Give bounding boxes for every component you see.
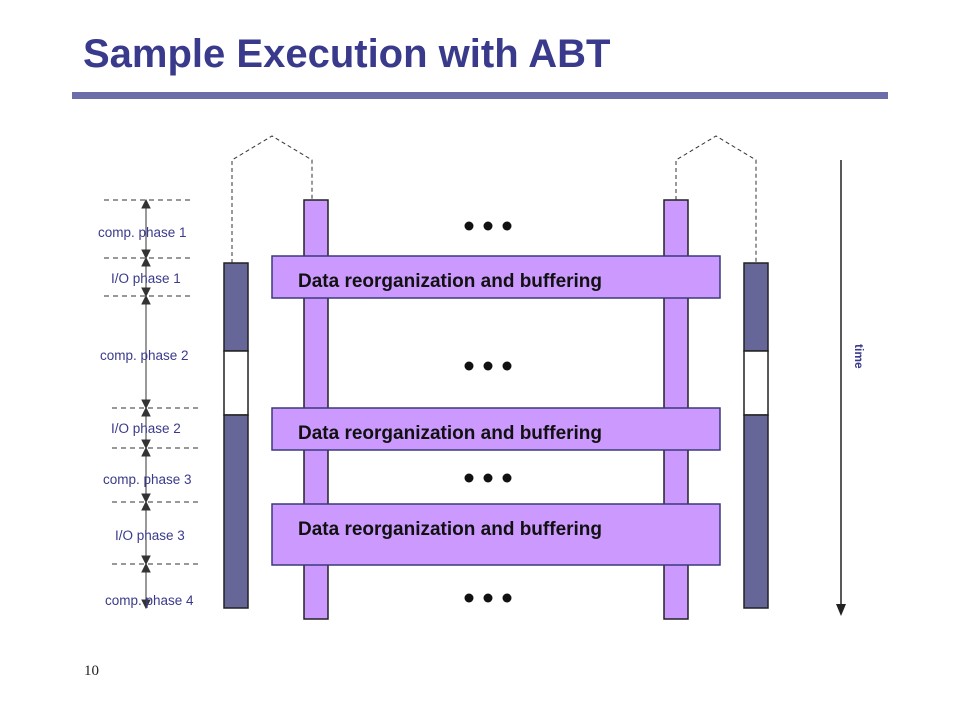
phase-label: comp. phase 1 [98, 225, 187, 240]
phase-label: comp. phase 2 [100, 348, 189, 363]
buffer-box [271, 255, 721, 299]
phase-label: comp. phase 4 [105, 593, 194, 608]
title-underline [72, 92, 888, 99]
time-axis: time [836, 160, 866, 616]
ellipsis-markers [464, 221, 512, 603]
right-process-connector [675, 135, 757, 263]
phase-label: comp. phase 3 [103, 472, 192, 487]
buffer-box-label: Data reorganization and buffering [298, 423, 602, 444]
phase-labels: comp. phase 1 I/O phase 1 comp. phase 2 … [98, 225, 194, 608]
page-number: 10 [84, 663, 99, 679]
process-group-connectors [231, 135, 757, 263]
buffer-box-label: Data reorganization and buffering [298, 519, 602, 540]
ellipsis-icon [464, 593, 512, 603]
buffer-box [271, 407, 721, 451]
phase-timeline [104, 198, 200, 610]
ellipsis-icon [464, 221, 512, 231]
phase-label: I/O phase 2 [111, 421, 181, 436]
left-compute-bar-segment [223, 414, 249, 609]
phase-arrows [141, 198, 151, 610]
slide-title: Sample Execution with ABT [83, 32, 611, 76]
buffer-box-label: Data reorganization and buffering [298, 271, 602, 292]
phase-boundaries [104, 199, 200, 565]
ellipsis-icon [464, 473, 512, 483]
phase-label: I/O phase 1 [111, 271, 181, 286]
right-compute-bar-gap [743, 350, 769, 416]
left-compute-bar-gap [223, 350, 249, 416]
compute-bars [223, 262, 769, 609]
time-label: time [852, 344, 866, 369]
left-process-connector [231, 135, 313, 263]
phase-label: I/O phase 3 [115, 528, 185, 543]
buffer-boxes: Data reorganization and buffering Data r… [271, 255, 721, 566]
left-compute-bar-segment [223, 262, 249, 352]
buffer-box [271, 503, 721, 566]
right-compute-bar-segment [743, 414, 769, 609]
right-compute-bar-segment [743, 262, 769, 352]
ellipsis-icon [464, 361, 512, 371]
time-arrow-head-icon [836, 604, 846, 616]
